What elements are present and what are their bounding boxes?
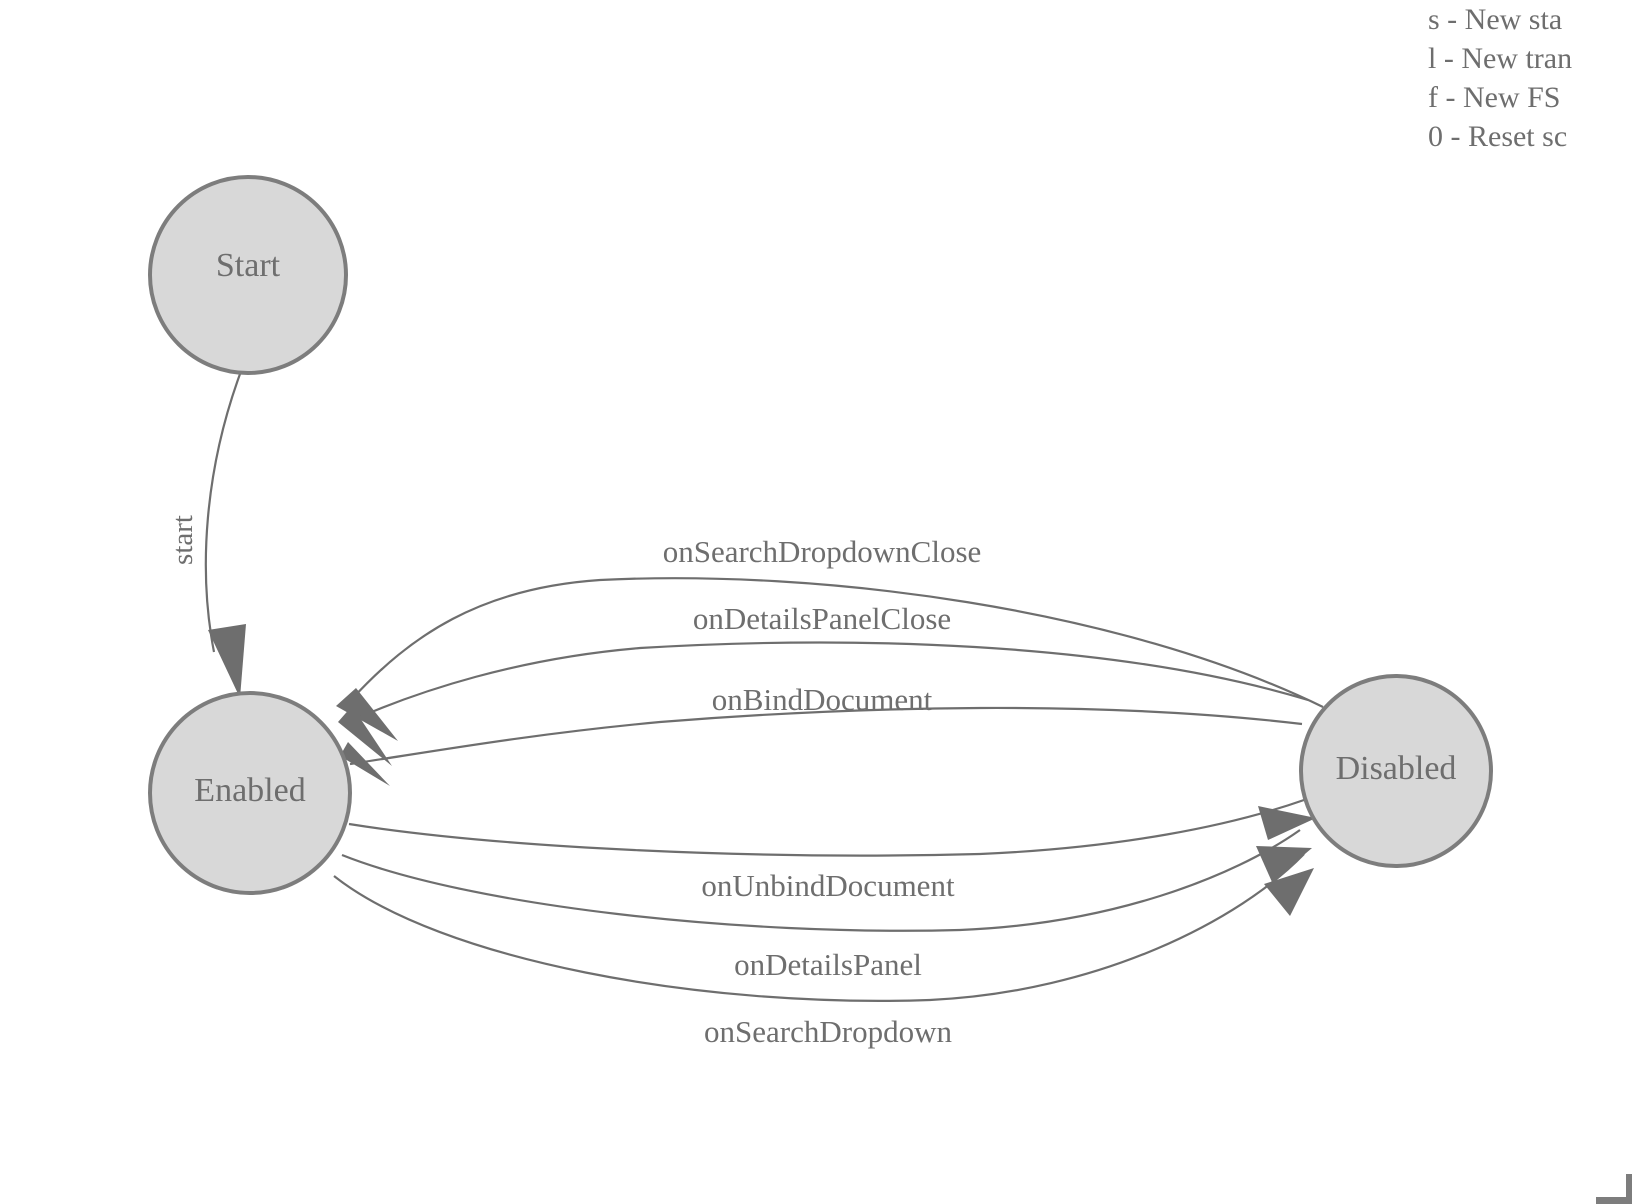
transition-onunbinddocument-label: onUnbindDocument [701, 868, 955, 903]
state-node-disabled[interactable]: Disabled [1299, 674, 1493, 868]
transition-ondetailspanelclose-path[interactable] [347, 641, 1309, 724]
state-node-start-circle[interactable] [148, 175, 348, 375]
transition-onbinddocument-arrowhead [340, 742, 390, 786]
transition-onsearchdropdown-arrowhead [1264, 868, 1314, 916]
transition-start-path[interactable] [204, 373, 242, 653]
state-node-enabled-label: Enabled [194, 772, 305, 809]
state-node-enabled[interactable]: Enabled [148, 691, 352, 895]
transition-onsearchdropdown[interactable]: onSearchDropdown [333, 853, 1314, 1049]
transition-start[interactable]: start [167, 373, 246, 698]
state-node-disabled-circle[interactable] [1299, 674, 1493, 868]
transition-onunbinddocument-path[interactable] [348, 798, 1305, 857]
transition-onsearchdropdownclose-label: onSearchDropdownClose [663, 534, 982, 569]
transition-ondetailspanelclose[interactable]: onDetailsPanelClose [338, 601, 1309, 766]
transition-onsearchdropdownclose-path[interactable] [351, 577, 1324, 708]
transition-onbinddocument-path[interactable] [349, 706, 1303, 766]
state-node-start-label: Start [216, 247, 281, 284]
transition-ondetailspanelclose-arrowhead [338, 706, 392, 766]
transition-start-arrowhead [208, 624, 246, 698]
transition-ondetailspanelclose-label: onDetailsPanelClose [693, 601, 951, 636]
state-node-enabled-circle[interactable] [148, 691, 352, 895]
transition-ondetailspanel-arrowhead [1256, 846, 1312, 882]
transition-start-label: start [167, 515, 199, 565]
transition-onbinddocument-label: onBindDocument [712, 682, 933, 717]
state-node-disabled-label: Disabled [1336, 750, 1457, 787]
transition-ondetailspanel[interactable]: onDetailsPanel [341, 829, 1312, 982]
state-node-start[interactable]: Start [148, 175, 348, 375]
transition-onsearchdropdown-path[interactable] [333, 853, 1305, 1002]
transition-onunbinddocument-arrowhead [1258, 806, 1316, 840]
transition-onbinddocument[interactable]: onBindDocument [340, 682, 1303, 786]
transition-onsearchdropdown-label: onSearchDropdown [704, 1014, 952, 1049]
transition-ondetailspanel-label: onDetailsPanel [734, 947, 922, 982]
transition-onunbinddocument[interactable]: onUnbindDocument [348, 798, 1316, 903]
transition-ondetailspanel-path[interactable] [341, 829, 1301, 932]
